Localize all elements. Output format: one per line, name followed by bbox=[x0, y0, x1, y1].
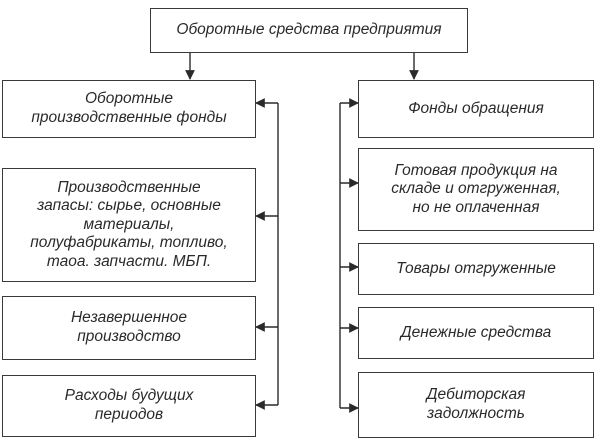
left-label-4: Расходы будущих периодов bbox=[64, 387, 194, 423]
left-box-4: Расходы будущих периодов bbox=[2, 375, 256, 437]
root-label: Оборотные средства предприятия bbox=[176, 21, 442, 39]
left-label-1: Оборотные производственные фонды bbox=[31, 90, 227, 126]
right-label-4: Денежные средства bbox=[400, 323, 552, 341]
right-box-5: Дебиторская задолжность bbox=[358, 372, 594, 438]
right-label-5: Дебиторская задолжность bbox=[426, 386, 526, 422]
left-box-2: Производственные запасы: сырье, основные… bbox=[2, 168, 256, 282]
left-label-3: Незавершенное производство bbox=[70, 309, 188, 345]
left-box-3: Незавершенное производство bbox=[2, 296, 256, 360]
right-box-4: Денежные средства bbox=[358, 307, 594, 359]
right-label-3: Товары отгруженные bbox=[396, 259, 556, 277]
right-box-1: Фонды обращения bbox=[358, 80, 594, 138]
left-label-2: Производственные запасы: сырье, основные… bbox=[30, 178, 228, 270]
right-box-3: Товары отгруженные bbox=[358, 243, 594, 295]
right-label-1: Фонды обращения bbox=[408, 99, 544, 117]
left-box-1: Оборотные производственные фонды bbox=[2, 80, 256, 138]
right-label-2: Готовая продукция на складе и отгруженна… bbox=[391, 161, 561, 216]
right-box-2: Готовая продукция на складе и отгруженна… bbox=[358, 148, 594, 231]
root-box: Оборотные средства предприятия bbox=[150, 8, 468, 53]
